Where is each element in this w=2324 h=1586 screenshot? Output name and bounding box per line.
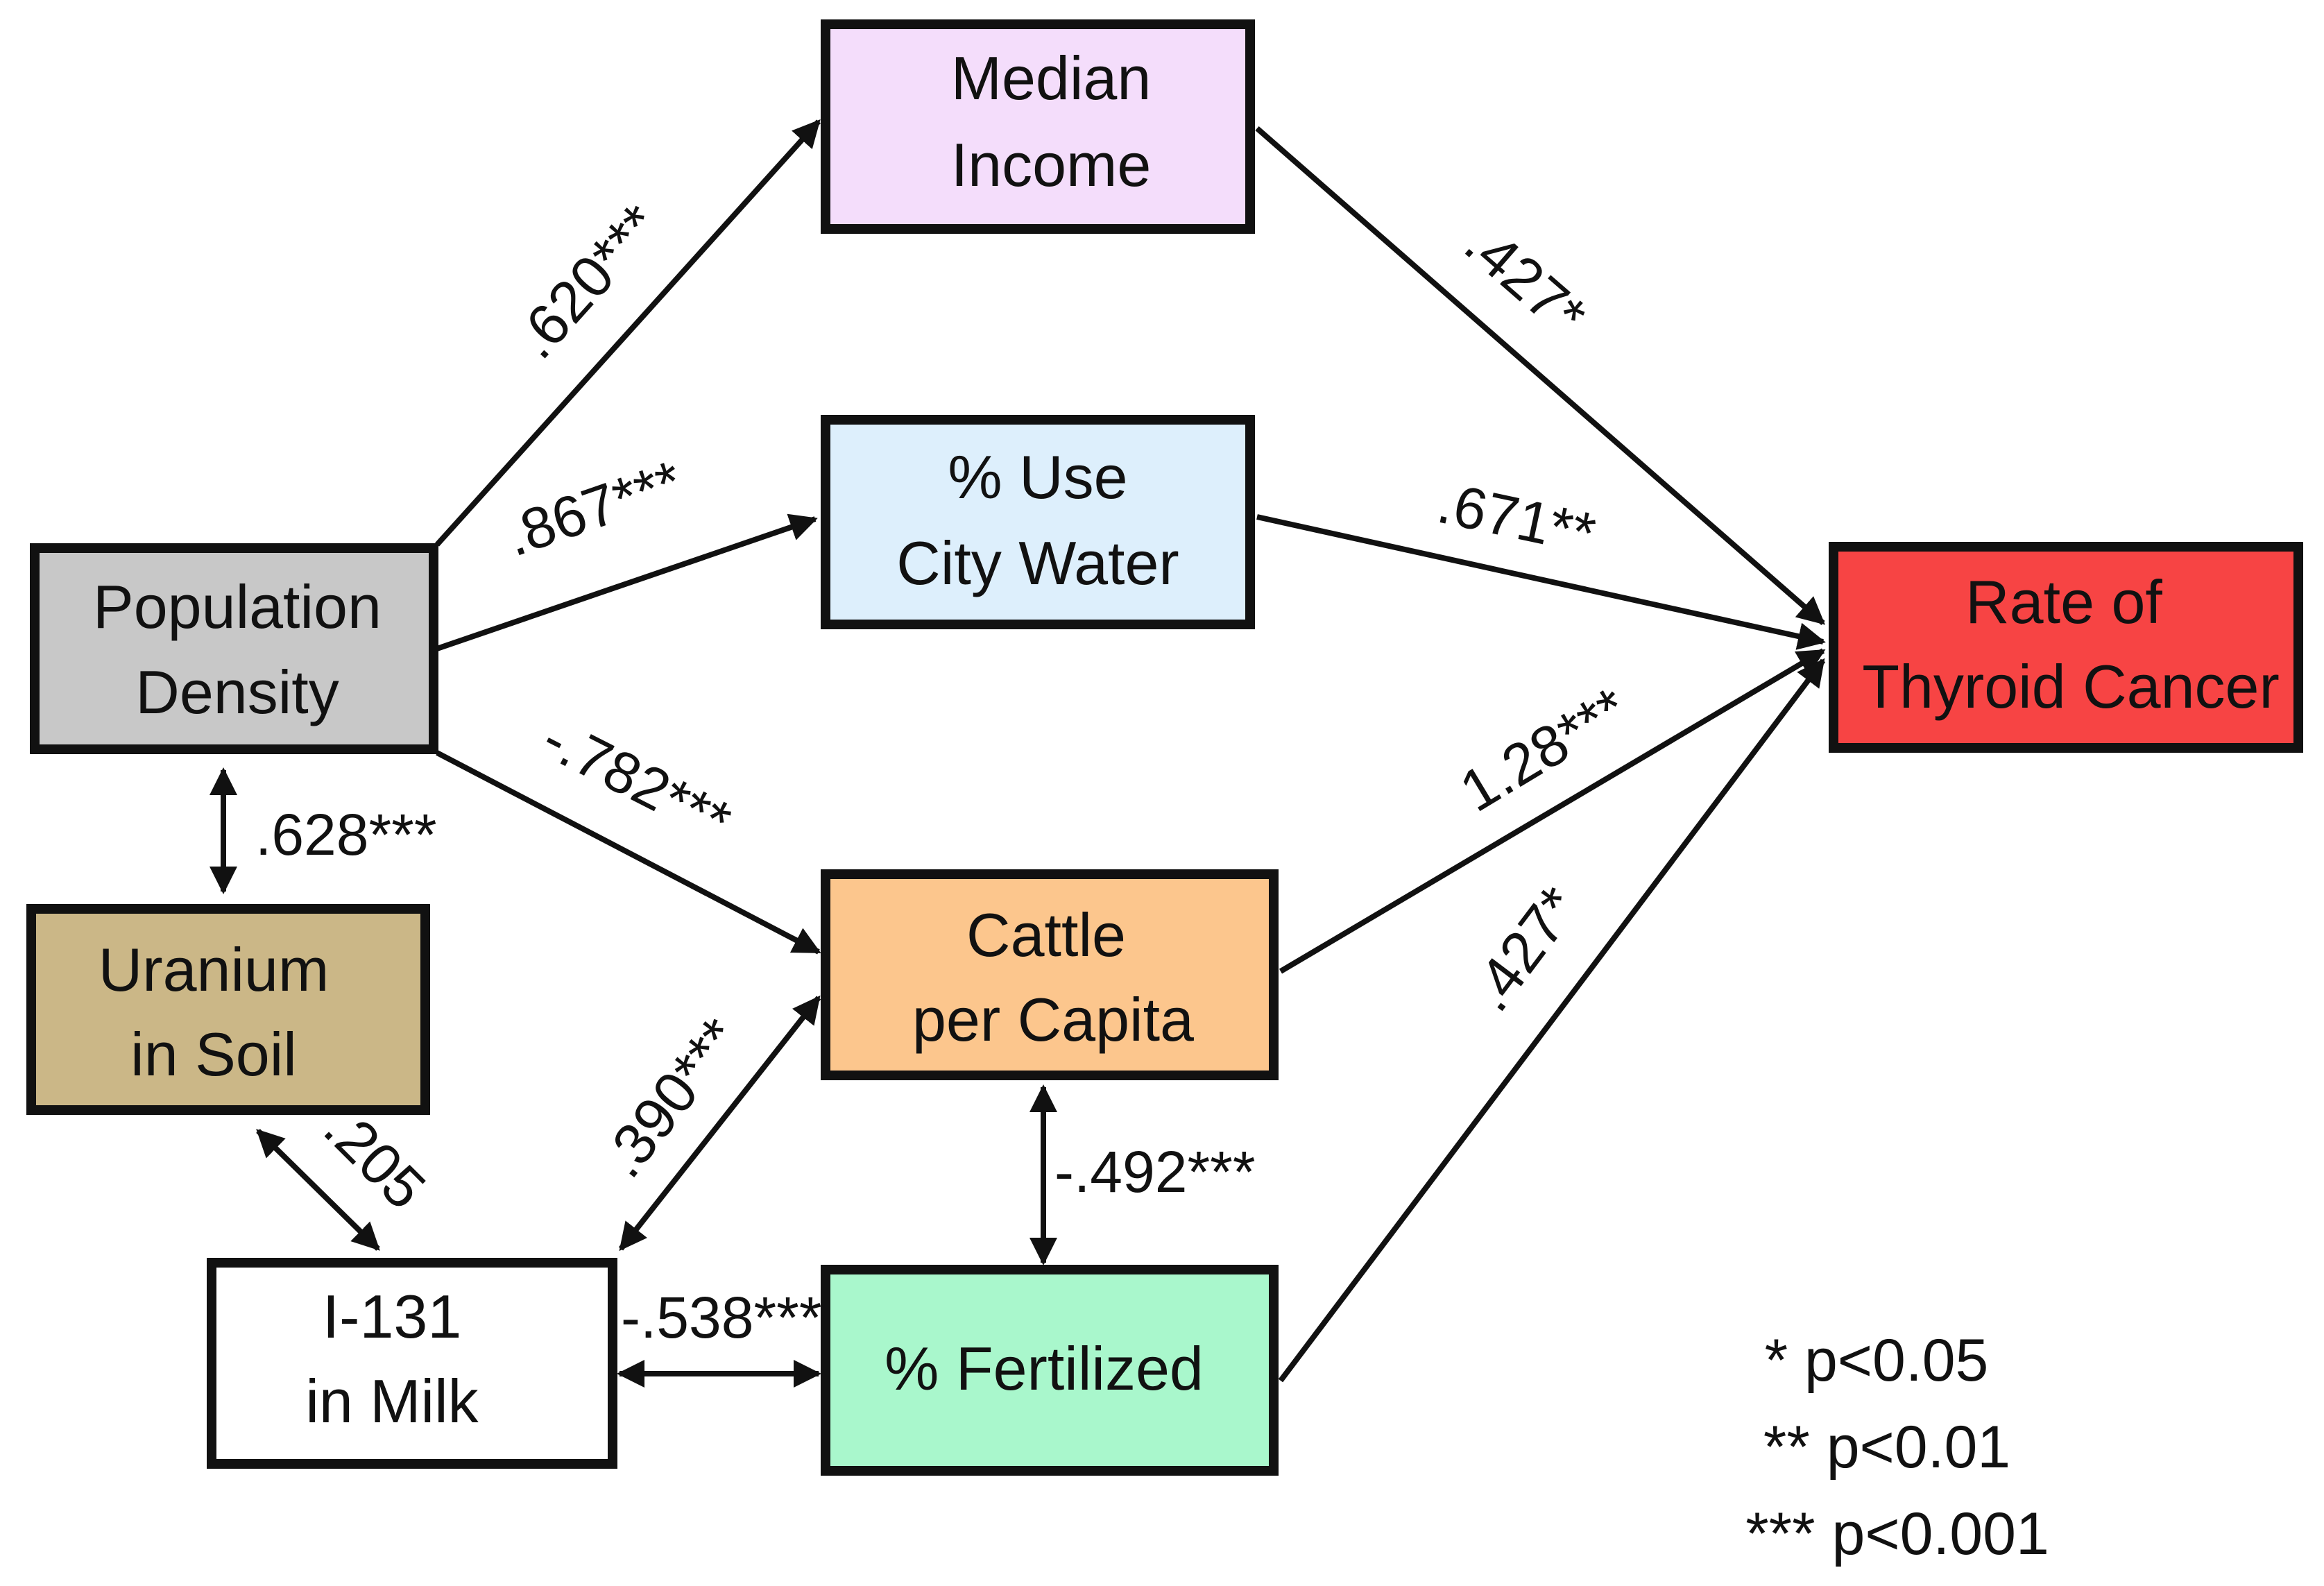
node-uranium-soil-line1: Uranium [99, 935, 330, 1004]
significance-legend: * p<0.05 ** p<0.01 *** p<0.001 [1745, 1327, 2049, 1567]
edge-cattle-thyroid [1279, 648, 1826, 974]
node-population-density-line2: Density [135, 658, 339, 726]
node-city-water-box [821, 415, 1255, 629]
legend-line-2: ** p<0.01 [1763, 1414, 2010, 1481]
node-uranium-soil-box [26, 904, 430, 1115]
node-thyroid-cancer-line1: Rate of [1965, 568, 2162, 636]
node-population-density-line1: Population [93, 572, 382, 641]
node-cattle-capita-line2: per Capita [912, 985, 1194, 1054]
edge-label-pop-cattle: -.782*** [533, 706, 742, 855]
edge-pop-income [435, 119, 821, 547]
edge-label-water-thyroid: .671** [1432, 470, 1600, 567]
node-i131-milk: I-131 in Milk [207, 1258, 617, 1469]
node-thyroid-cancer-box [1829, 542, 2303, 753]
node-median-income-box [821, 19, 1255, 234]
legend-line-3: *** p<0.001 [1745, 1501, 2049, 1567]
node-thyroid-cancer-line2: Thyroid Cancer [1862, 652, 2280, 721]
legend-line-1: * p<0.05 [1765, 1327, 1989, 1394]
node-i131-milk-box [207, 1258, 617, 1469]
node-median-income-line1: Median [951, 44, 1152, 112]
node-city-water: % Use City Water [821, 415, 1255, 629]
node-median-income-line2: Income [951, 130, 1152, 199]
edge-fert-thyroid [1278, 658, 1826, 1383]
node-i131-milk-line1: I-131 [323, 1282, 462, 1351]
node-thyroid-cancer: Rate of Thyroid Cancer [1829, 542, 2303, 753]
edge-label-i131-fert: -.538*** [621, 1285, 822, 1350]
edge-label-cattle-fert: -.492*** [1054, 1139, 1256, 1204]
node-population-density-box [30, 543, 438, 754]
edge-pop-cattle [436, 750, 821, 955]
edge-uranium-i131 [256, 1129, 380, 1251]
node-fertilized: % Fertilized [821, 1265, 1279, 1476]
node-fertilized-box [821, 1265, 1279, 1476]
edge-label-pop-income: .620*** [502, 192, 672, 370]
node-cattle-capita-box [821, 869, 1279, 1080]
edge-label-cattle-thyroid: 1.28*** [1449, 674, 1639, 824]
node-median-income: Median Income [821, 19, 1255, 234]
edge-label-i131-cattle: .390*** [590, 1006, 753, 1189]
edge-i131-cattle [618, 995, 821, 1252]
node-fertilized-line1: % Fertilized [885, 1334, 1204, 1403]
edge-pop-water [436, 513, 818, 651]
edge-label-income-thyroid: .427* [1453, 210, 1598, 349]
edge-income-thyroid [1255, 126, 1826, 626]
node-uranium-soil: Uranium in Soil [26, 904, 430, 1115]
edge-label-fert-thyroid: .427* [1457, 875, 1591, 1023]
node-uranium-soil-line2: in Soil [130, 1020, 297, 1089]
node-city-water-line1: % Use [948, 443, 1127, 511]
node-cattle-capita-line1: Cattle [966, 901, 1126, 969]
edge-water-thyroid [1256, 514, 1826, 650]
node-population-density: Population Density [30, 543, 438, 754]
node-i131-milk-line2: in Milk [305, 1367, 479, 1435]
node-cattle-capita: Cattle per Capita [821, 869, 1279, 1080]
edge-label-pop-water: .867*** [497, 448, 690, 569]
edge-label-pop-uranium: .628*** [255, 802, 437, 867]
node-city-water-line2: City Water [896, 529, 1179, 597]
